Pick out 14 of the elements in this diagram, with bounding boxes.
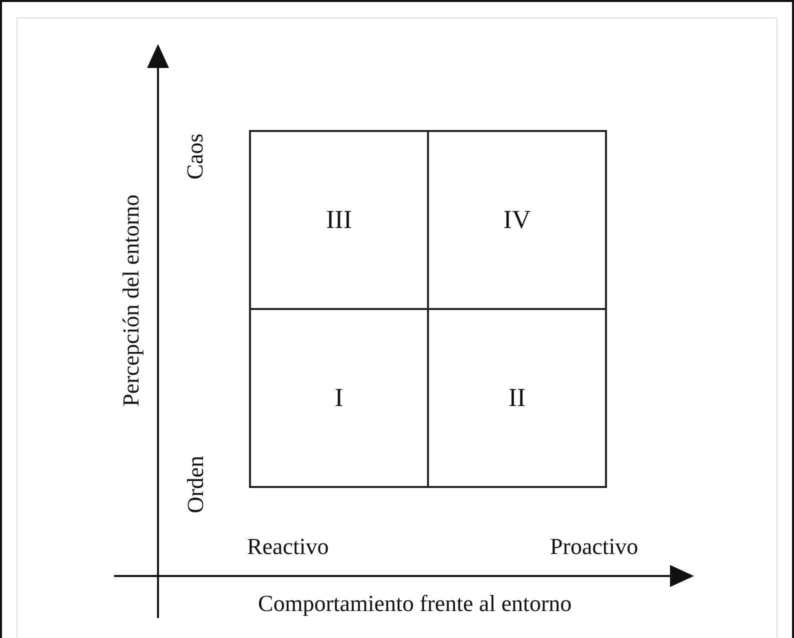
quadrant-box — [427, 130, 607, 310]
axis-end-label: Caos — [184, 133, 206, 179]
quadrant-label: IV — [503, 205, 531, 235]
axis-end-label: Proactivo — [550, 534, 638, 558]
quadrant-label: III — [326, 205, 352, 235]
axis-title: Percepción del entorno — [120, 194, 143, 406]
quadrant-box — [249, 130, 429, 310]
axis-title: Comportamiento frente al entorno — [258, 592, 572, 614]
axis-end-label: Orden — [184, 455, 207, 513]
quadrant-label: II — [508, 383, 526, 413]
quadrant-label: I — [334, 383, 344, 413]
quadrant-box — [249, 308, 429, 488]
quadrant-box — [427, 308, 607, 488]
axis-end-label: Reactivo — [247, 534, 329, 558]
